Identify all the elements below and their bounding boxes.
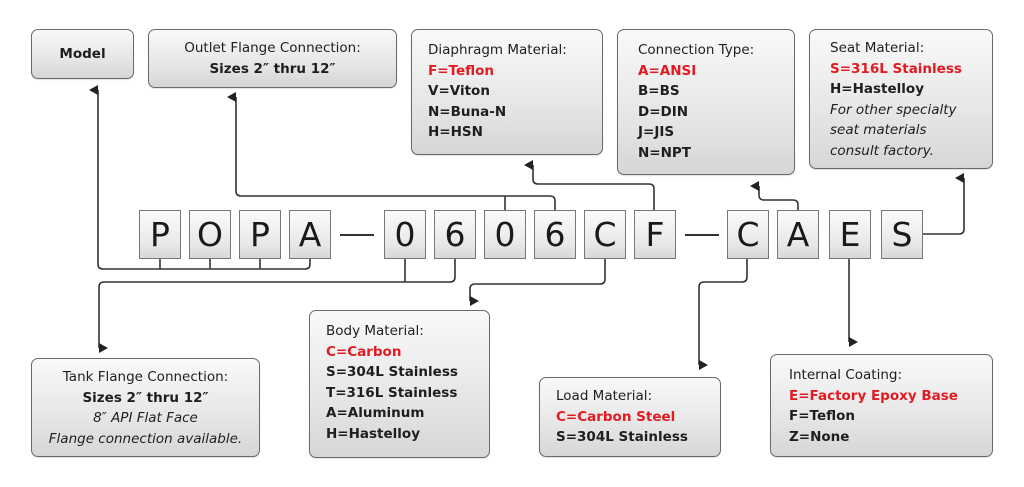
seat-note: For other specialty xyxy=(830,101,957,118)
seat-note: consult factory. xyxy=(830,142,934,159)
body-title: Body Material: xyxy=(326,323,424,339)
seat-title: Seat Material: xyxy=(830,40,925,56)
outlet-flange-box: Outlet Flange Connection: Sizes 2″ thru … xyxy=(148,29,397,88)
connection-option: J=JIS xyxy=(638,124,675,140)
code-letter: A xyxy=(777,210,819,259)
seat-option: H=Hastelloy xyxy=(830,81,924,97)
tank-note: 8″ API Flat Face xyxy=(93,410,198,426)
diaphragm-option: H=HSN xyxy=(428,124,483,140)
diaphragm-connector xyxy=(524,160,655,210)
diaphragm-option: V=Viton xyxy=(428,83,490,99)
connection-option: D=DIN xyxy=(638,103,689,120)
body-option: T=316L Stainless xyxy=(326,384,458,401)
body-option: H=Hastelloy xyxy=(326,425,420,442)
internal-coating-box: Internal Coating: E=Factory Epoxy Base F… xyxy=(770,354,993,457)
seat-note: seat materials xyxy=(830,122,927,138)
diaphragm-material-box: Diaphragm Material: F=Teflon V=Viton N=B… xyxy=(411,29,603,155)
coating-option: E=Factory Epoxy Base xyxy=(789,387,958,404)
connection-option: B=BS xyxy=(638,83,680,99)
code-letter: F xyxy=(634,210,676,259)
code-letter: C xyxy=(727,210,769,259)
body-connector xyxy=(469,258,606,306)
code-letter: C xyxy=(584,210,626,259)
code-letter: 0 xyxy=(484,210,526,259)
outlet-connector xyxy=(236,97,556,210)
tank-sizes: Sizes 2″ thru 12″ xyxy=(82,389,209,406)
load-option: S=304L Stainless xyxy=(556,429,688,445)
seat-connector xyxy=(922,173,965,235)
code-letter: 6 xyxy=(534,210,576,259)
model-title: Model xyxy=(59,46,106,62)
code-letter: E xyxy=(829,210,871,259)
tank-connector xyxy=(99,258,456,348)
connection-option: A=ANSI xyxy=(638,62,697,79)
body-option: A=Aluminum xyxy=(326,405,425,421)
load-connector xyxy=(698,258,748,370)
coating-option: F=Teflon xyxy=(789,408,855,424)
code-letter: P xyxy=(239,210,281,259)
body-material-box: Body Material: C=Carbon S=304L Stainless… xyxy=(309,310,490,458)
code-letter: 6 xyxy=(434,210,476,259)
code-letter: 0 xyxy=(384,210,426,259)
load-option: C=Carbon Steel xyxy=(556,408,676,425)
code-letter: O xyxy=(189,210,231,259)
tank-note: Flange connection available. xyxy=(48,430,243,447)
tank-flange-box: Tank Flange Connection: Sizes 2″ thru 12… xyxy=(31,358,260,457)
seat-option: S=316L Stainless xyxy=(830,60,962,77)
code-separator xyxy=(340,234,374,236)
outlet-sizes: Sizes 2″ thru 12″ xyxy=(209,60,336,77)
seat-material-box: Seat Material: S=316L Stainless H=Hastel… xyxy=(809,29,993,169)
outlet-title: Outlet Flange Connection: xyxy=(184,40,361,56)
connection-option: N=NPT xyxy=(638,144,692,161)
tank-title: Tank Flange Connection: xyxy=(62,369,229,385)
coating-title: Internal Coating: xyxy=(789,367,902,383)
code-separator xyxy=(685,234,719,236)
connection-title: Connection Type: xyxy=(638,42,755,58)
model-connector xyxy=(98,90,311,270)
load-title: Load Material: xyxy=(556,388,653,404)
code-letter: S xyxy=(881,210,923,259)
diaphragm-option: N=Buna-N xyxy=(428,103,507,120)
diaphragm-title: Diaphragm Material: xyxy=(428,42,567,58)
connection-connector xyxy=(750,181,799,210)
code-letter: P xyxy=(139,210,181,259)
coating-option: Z=None xyxy=(789,428,850,445)
model-box: Model xyxy=(31,29,134,79)
diaphragm-option: F=Teflon xyxy=(428,62,494,79)
connection-type-box: Connection Type: A=ANSI B=BS D=DIN J=JIS… xyxy=(617,29,795,175)
code-letter: A xyxy=(289,210,331,259)
load-material-box: Load Material: C=Carbon Steel S=304L Sta… xyxy=(539,377,721,457)
body-option: C=Carbon xyxy=(326,343,402,360)
body-option: S=304L Stainless xyxy=(326,364,458,380)
